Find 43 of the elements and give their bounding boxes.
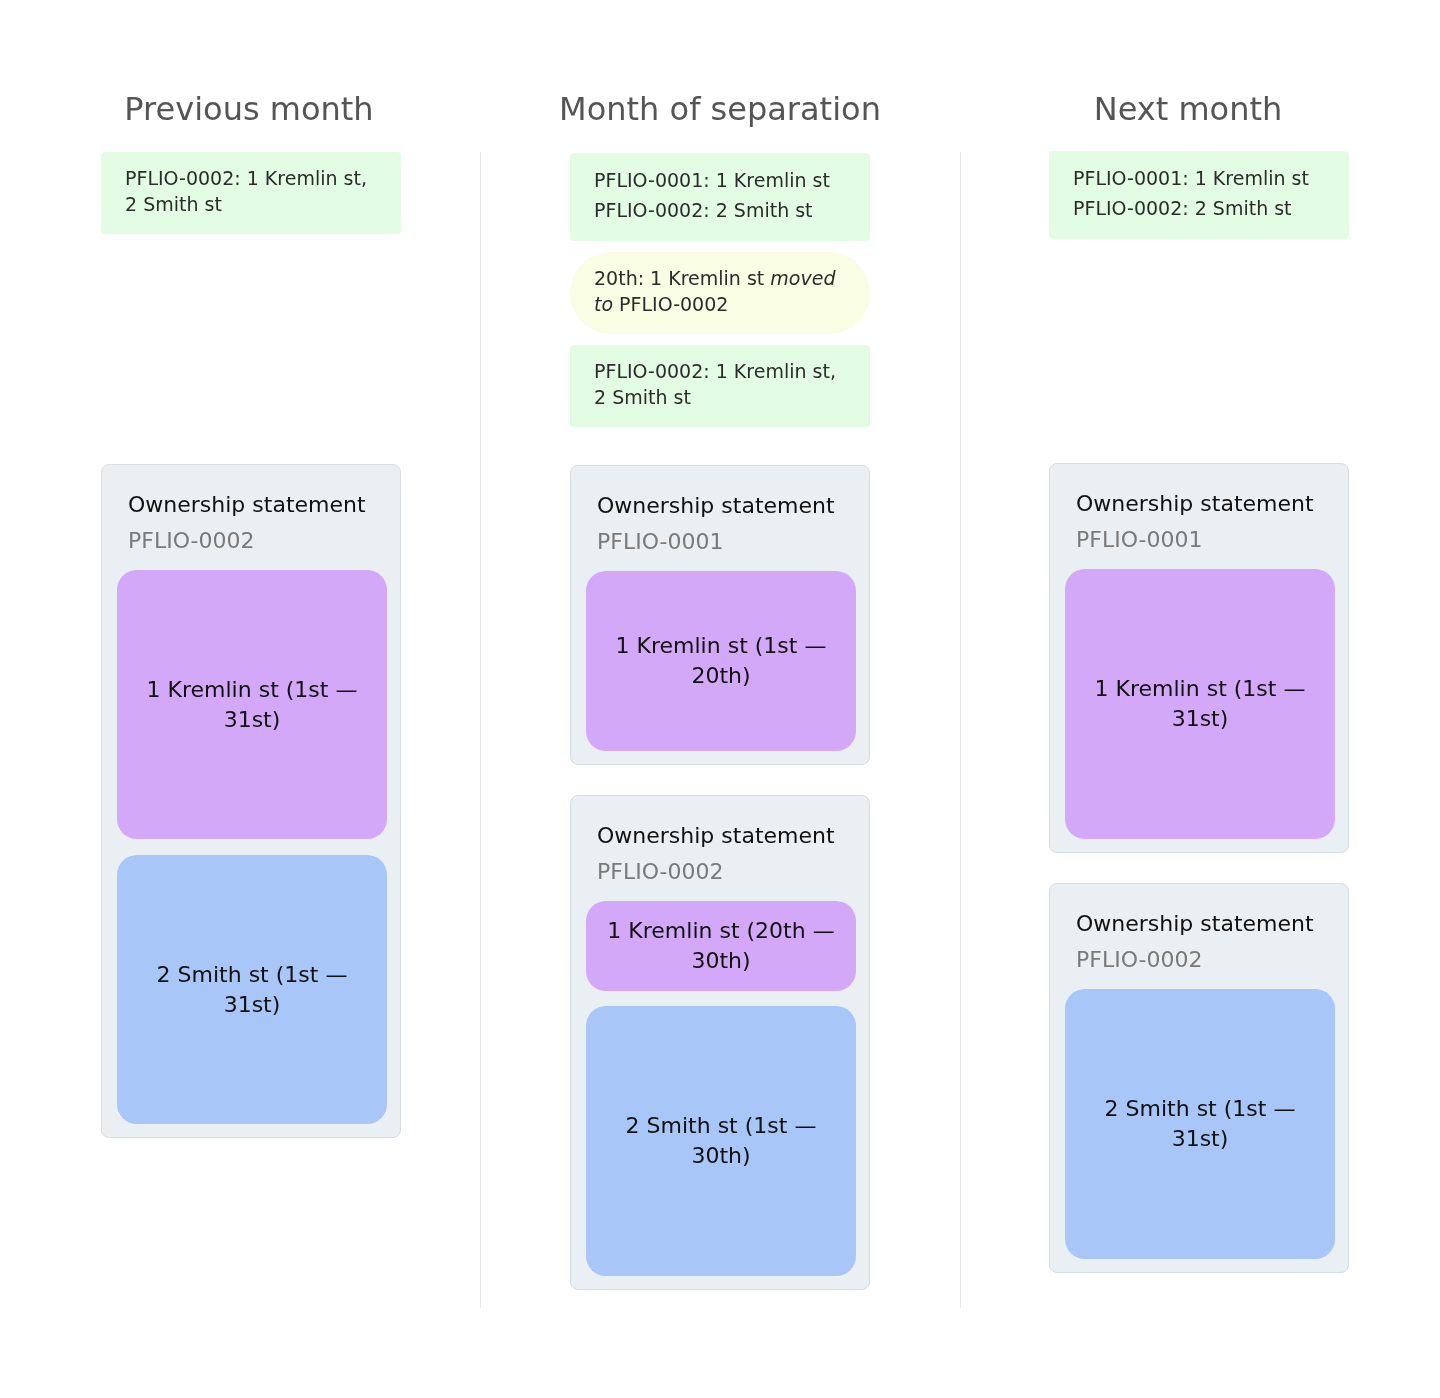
note-box — [570, 153, 870, 241]
statement-card — [570, 465, 870, 765]
statement-card — [1049, 463, 1349, 853]
address-period: 2 Smith st (1st — 31st) — [1103, 1095, 1297, 1153]
note-text: PFLIO-0002: 2 Smith st — [1073, 196, 1293, 221]
card-title: Ownership statement — [128, 491, 367, 519]
note-text: PFLIO-0001: 1 Kremlin st — [594, 168, 831, 193]
note-text: PFLIO-0002: 1 Kremlin st, 2 Smith st — [125, 166, 368, 217]
statement-id: PFLIO-0001 — [597, 528, 725, 556]
address-block — [117, 855, 387, 1124]
address-period: 1 Kremlin st (20th — 30th) — [606, 917, 836, 975]
column-heading: Next month — [1092, 90, 1284, 128]
note-text: PFLIO-0001: 1 Kremlin st — [1073, 166, 1310, 191]
address-block — [1065, 569, 1335, 839]
address-block — [586, 571, 856, 751]
column-heading: Previous month — [123, 90, 375, 128]
address-block — [586, 901, 856, 991]
statement-card — [1049, 883, 1349, 1273]
note-text: PFLIO-0002: 2 Smith st — [594, 198, 814, 223]
note-box — [101, 152, 401, 234]
card-title: Ownership statement — [597, 492, 836, 520]
note-text: 20th: 1 Kremlin st moved to PFLIO-0002 — [594, 266, 837, 317]
address-block — [586, 1006, 856, 1276]
address-block — [117, 570, 387, 839]
address-period: 1 Kremlin st (1st — 20th) — [614, 632, 828, 690]
statement-id: PFLIO-0001 — [1076, 526, 1204, 554]
card-title: Ownership statement — [1076, 490, 1315, 518]
note-text: PFLIO-0002: 1 Kremlin st, 2 Smith st — [594, 359, 837, 410]
address-block — [1065, 989, 1335, 1259]
card-title: Ownership statement — [597, 822, 836, 850]
address-period: 1 Kremlin st (1st — 31st) — [1093, 675, 1307, 733]
statement-card — [570, 795, 870, 1290]
statement-id: PFLIO-0002 — [128, 527, 256, 555]
statement-card — [101, 464, 401, 1138]
address-period: 2 Smith st (1st — 31st) — [155, 960, 349, 1019]
statement-id: PFLIO-0002 — [597, 858, 725, 886]
address-period: 1 Kremlin st (1st — 31st) — [145, 675, 359, 734]
card-title: Ownership statement — [1076, 910, 1315, 938]
column-heading: Month of separation — [558, 90, 882, 128]
address-period: 2 Smith st (1st — 30th) — [624, 1112, 818, 1170]
note-box — [570, 345, 870, 427]
note-box — [1049, 151, 1349, 239]
statement-id: PFLIO-0002 — [1076, 946, 1204, 974]
